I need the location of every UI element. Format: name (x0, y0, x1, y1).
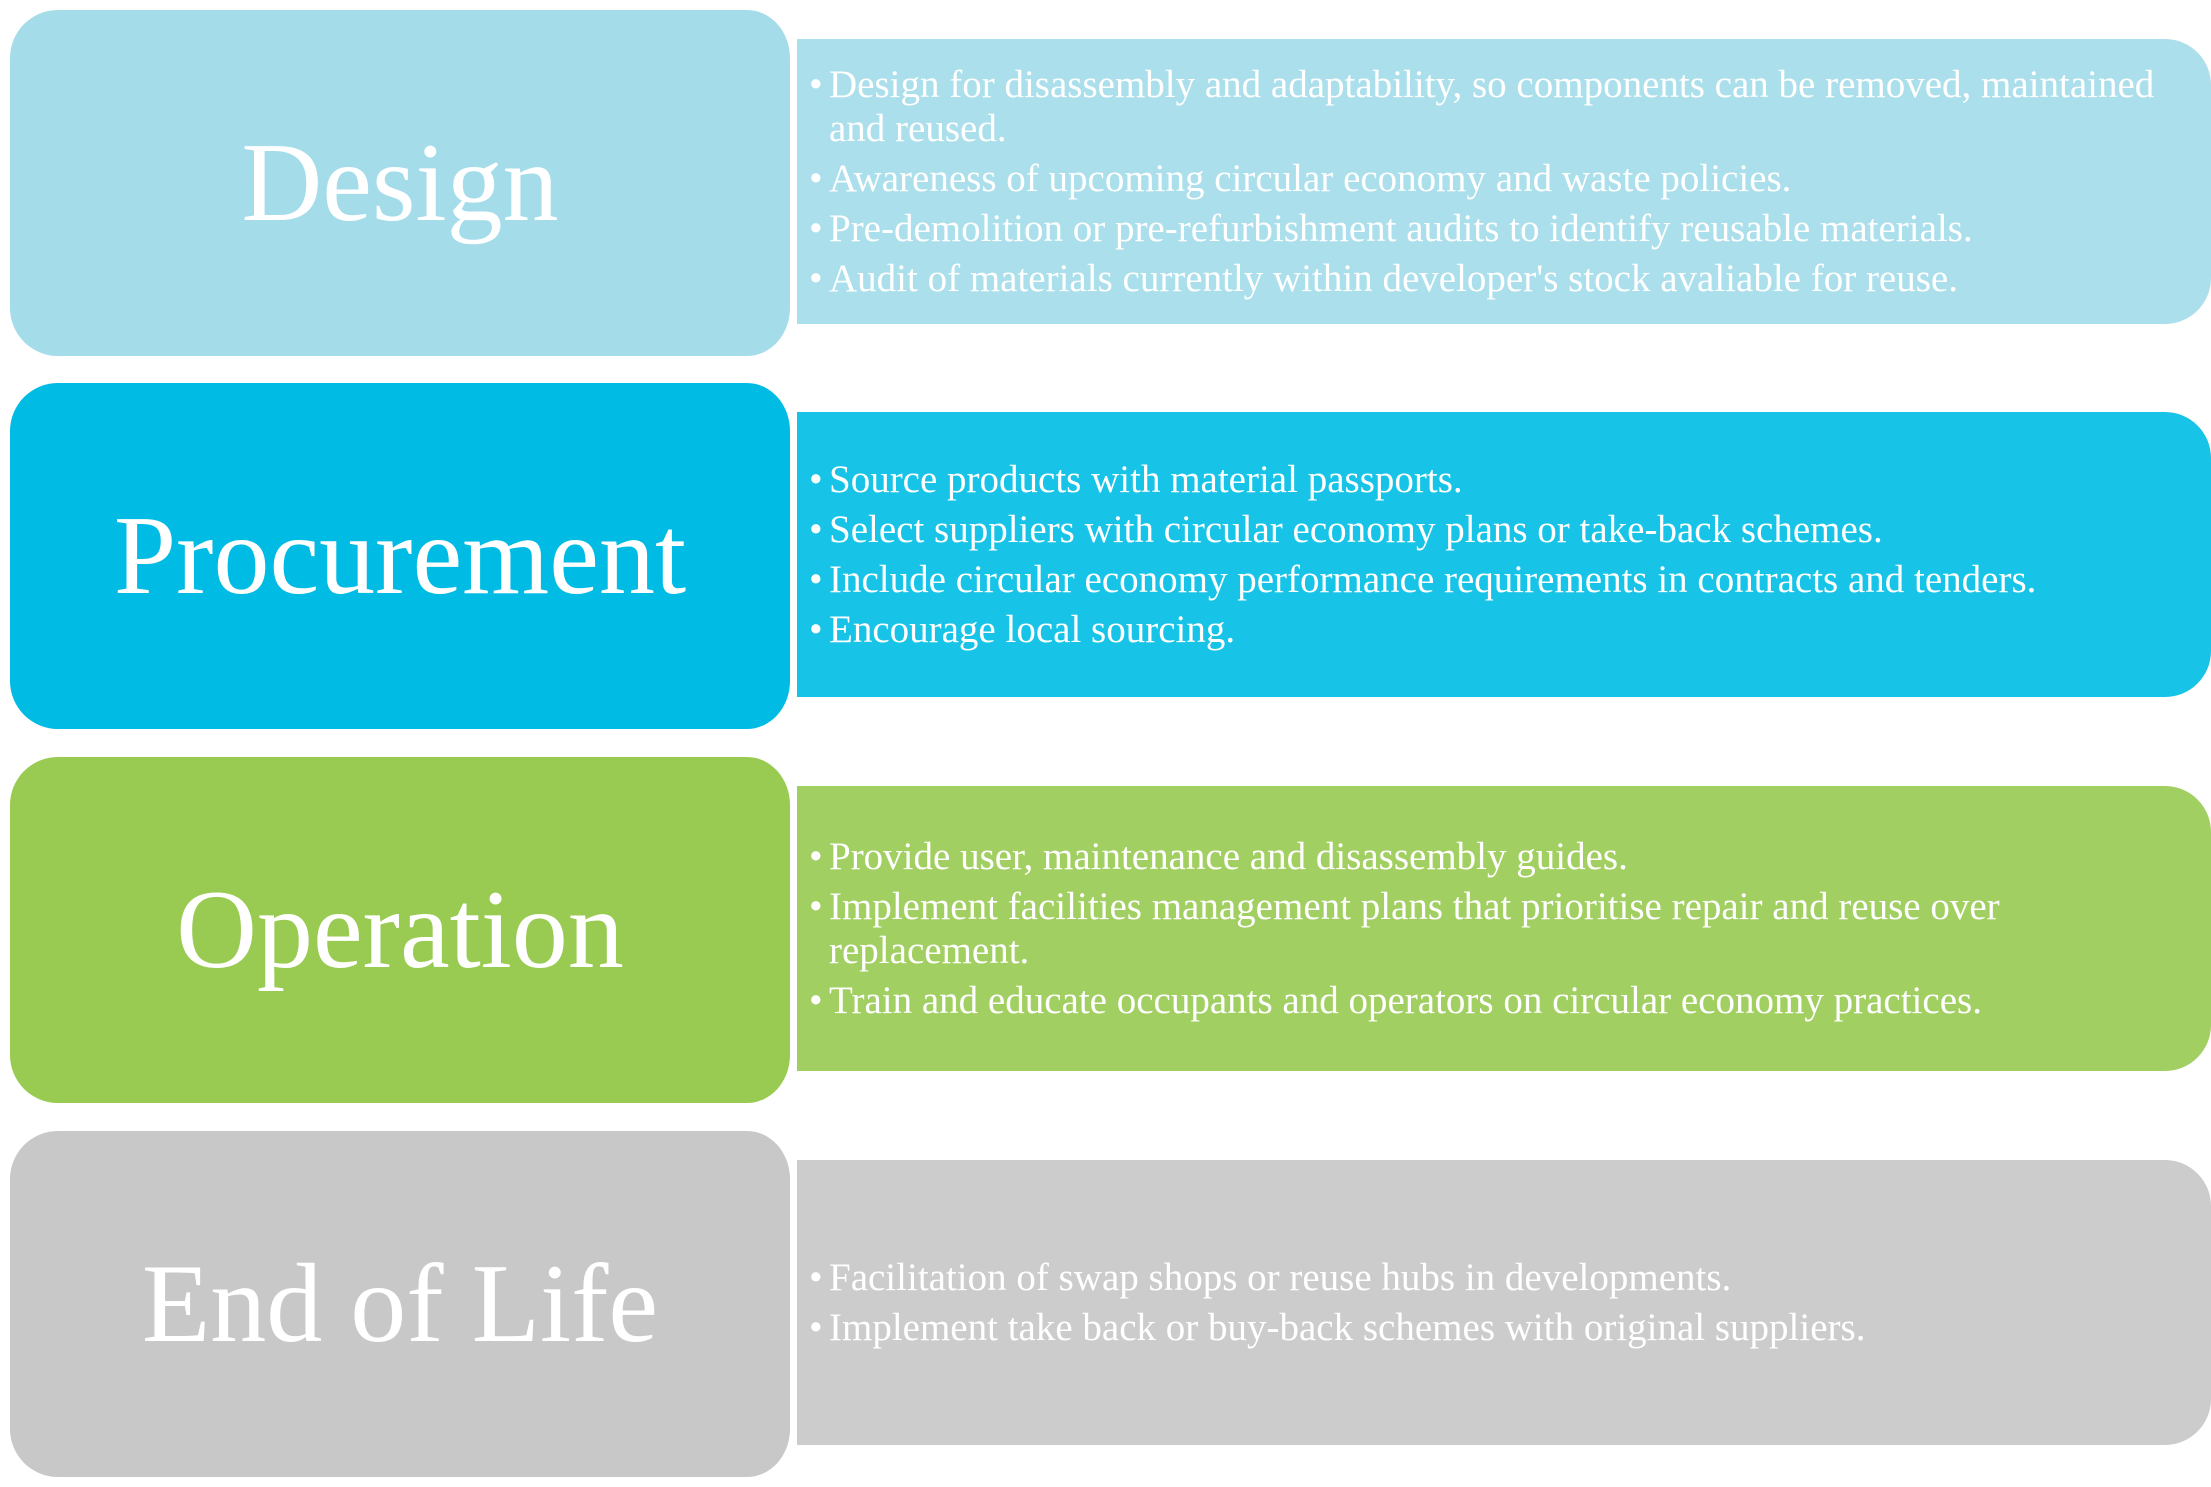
bullet-icon: • (809, 1255, 823, 1299)
bullet-icon: • (809, 557, 823, 601)
bullet-item: •Encourage local sourcing. (809, 608, 2191, 652)
stage-details-panel: •Facilitation of swap shops or reuse hub… (797, 1160, 2211, 1445)
stage-title: Operation (10, 757, 795, 1103)
stage-details-panel: •Design for disassembly and adaptability… (797, 39, 2211, 324)
stage-title: Design (10, 10, 795, 356)
bullet-icon: • (809, 62, 823, 106)
stage-details-panel: •Source products with material passports… (797, 412, 2211, 697)
bullet-item: •Include circular economy performance re… (809, 558, 2191, 602)
bullet-text: Select suppliers with circular economy p… (829, 507, 1883, 551)
bullet-item: •Pre-demolition or pre-refurbishment aud… (809, 207, 2191, 251)
bullet-text: Design for disassembly and adaptability,… (829, 62, 2155, 150)
bullet-item: •Provide user, maintenance and disassemb… (809, 835, 2191, 879)
bullet-text: Encourage local sourcing. (829, 607, 1236, 651)
bullet-text: Awareness of upcoming circular economy a… (829, 156, 1792, 200)
bullet-item: •Facilitation of swap shops or reuse hub… (809, 1256, 2191, 1300)
bullet-item: •Awareness of upcoming circular economy … (809, 157, 2191, 201)
bullet-icon: • (809, 1305, 823, 1349)
bullet-icon: • (809, 834, 823, 878)
bullet-icon: • (809, 457, 823, 501)
bullet-text: Pre-demolition or pre-refurbishment audi… (829, 206, 1973, 250)
bullet-icon: • (809, 607, 823, 651)
bullet-item: •Implement facilities management plans t… (809, 885, 2191, 973)
bullet-text: Facilitation of swap shops or reuse hubs… (829, 1255, 1732, 1299)
bullet-item: •Design for disassembly and adaptability… (809, 63, 2191, 151)
bullet-item: •Implement take back or buy-back schemes… (809, 1306, 2191, 1350)
stage-title: Procurement (10, 383, 795, 729)
bullet-text: Implement take back or buy-back schemes … (829, 1305, 1866, 1349)
bullet-text: Audit of materials currently within deve… (829, 256, 1958, 300)
bullet-icon: • (809, 256, 823, 300)
bullet-text: Include circular economy performance req… (829, 557, 2037, 601)
bullet-item: •Source products with material passports… (809, 458, 2191, 502)
bullet-icon: • (809, 156, 823, 200)
bullet-icon: • (809, 206, 823, 250)
bullet-item: •Train and educate occupants and operato… (809, 979, 2191, 1023)
bullet-item: •Audit of materials currently within dev… (809, 257, 2191, 301)
stage-details-panel: •Provide user, maintenance and disassemb… (797, 786, 2211, 1071)
bullet-text: Implement facilities management plans th… (829, 884, 2000, 972)
bullet-text: Source products with material passports. (829, 457, 1463, 501)
bullet-icon: • (809, 507, 823, 551)
stage-title: End of Life (10, 1131, 795, 1477)
bullet-icon: • (809, 884, 823, 928)
bullet-item: •Select suppliers with circular economy … (809, 508, 2191, 552)
bullet-text: Provide user, maintenance and disassembl… (829, 834, 1628, 878)
bullet-text: Train and educate occupants and operator… (829, 978, 1982, 1022)
bullet-icon: • (809, 978, 823, 1022)
